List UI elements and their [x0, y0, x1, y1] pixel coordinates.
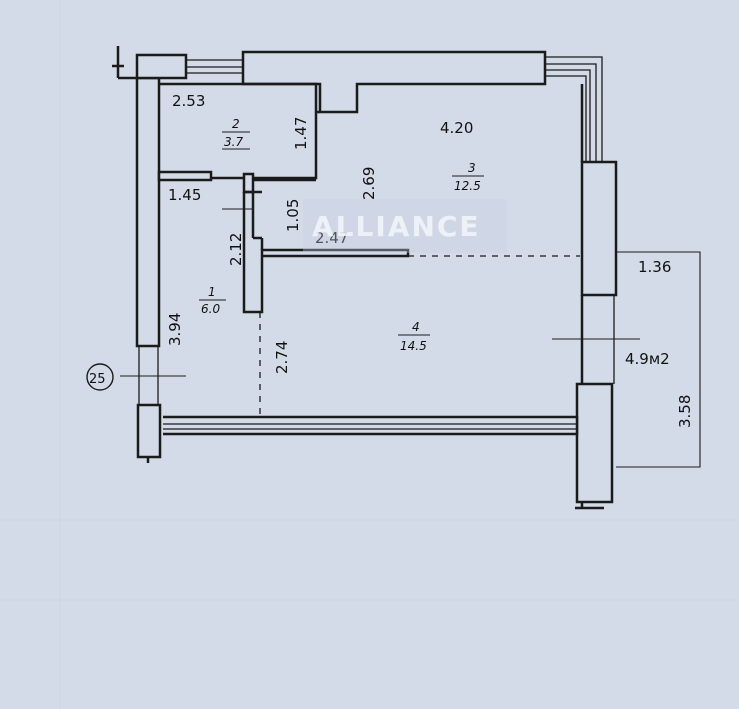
room-3-area: 12.5: [454, 179, 481, 193]
dashed-boundaries: [259, 255, 580, 414]
room-1-area: 6.0: [201, 302, 220, 316]
dimension-labels: 2.53 1.47 4.20 2.69 1.45 1.05 2.12 2.47 …: [166, 92, 694, 428]
dim-2-47: 2.47: [315, 229, 348, 247]
dim-3-58: 3.58: [676, 395, 694, 428]
right-wall-upper: [580, 160, 618, 297]
top-wall: [241, 50, 547, 114]
room-labels: 2 3.7 3 12.5 1 6.0 4 14.5: [199, 117, 484, 353]
windows: [138, 56, 615, 430]
room-4-area: 14.5: [400, 339, 427, 353]
room-2-number: 2: [232, 117, 240, 131]
dim-1-36: 1.36: [638, 258, 671, 276]
walls: [112, 46, 618, 510]
left-wall-upper: [135, 76, 161, 348]
room-1-number: 1: [208, 285, 216, 299]
balcony-area: 4.9м2: [625, 350, 670, 368]
dimension-lines: [120, 148, 701, 468]
dim-4-20: 4.20: [440, 119, 473, 137]
dim-1-05: 1.05: [284, 199, 302, 232]
dim-2-74: 2.74: [273, 341, 291, 374]
left-wall-lower: [136, 403, 162, 459]
right-wall-lower: [575, 382, 614, 504]
watermark: ALLIANCE: [303, 199, 507, 253]
marker-badge: 25: [86, 363, 114, 391]
bottom-wall: [163, 415, 579, 436]
marker-number: 25: [89, 372, 106, 387]
room-4-number: 4: [412, 320, 420, 334]
dim-1-45: 1.45: [168, 186, 201, 204]
dim-2-12: 2.12: [227, 233, 245, 266]
room-3-number: 3: [468, 161, 476, 175]
dim-2-53: 2.53: [172, 92, 205, 110]
dim-2-69: 2.69: [360, 167, 378, 200]
dim-1-47: 1.47: [292, 117, 310, 150]
dim-3-94: 3.94: [166, 313, 184, 346]
room-2-area: 3.7: [224, 135, 243, 149]
watermark-text: ALLIANCE: [312, 210, 481, 243]
